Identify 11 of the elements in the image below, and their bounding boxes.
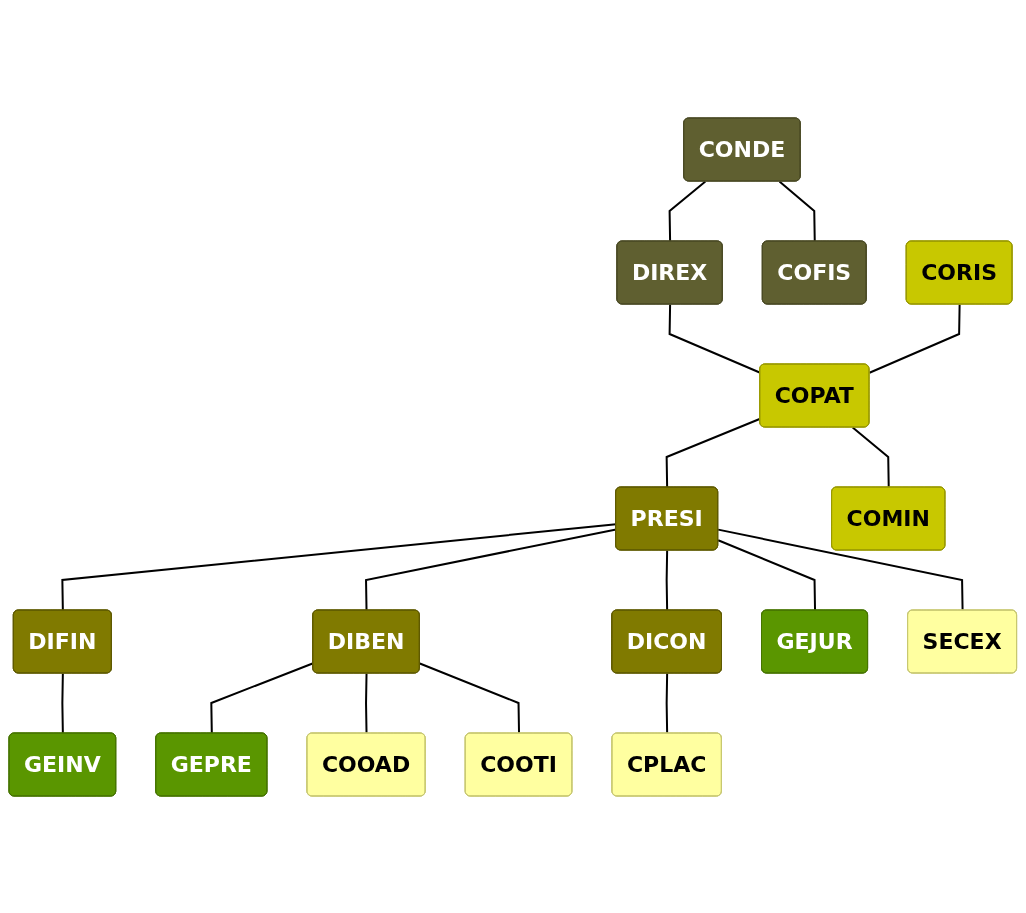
connector — [665, 672, 669, 734]
connector — [365, 672, 368, 734]
connector — [668, 180, 707, 242]
connector — [717, 538, 817, 611]
connector — [665, 549, 669, 611]
connector — [778, 180, 816, 242]
connector — [419, 662, 521, 734]
connector — [851, 426, 890, 488]
connector — [717, 528, 964, 611]
connector — [868, 303, 961, 374]
connector — [61, 672, 65, 734]
